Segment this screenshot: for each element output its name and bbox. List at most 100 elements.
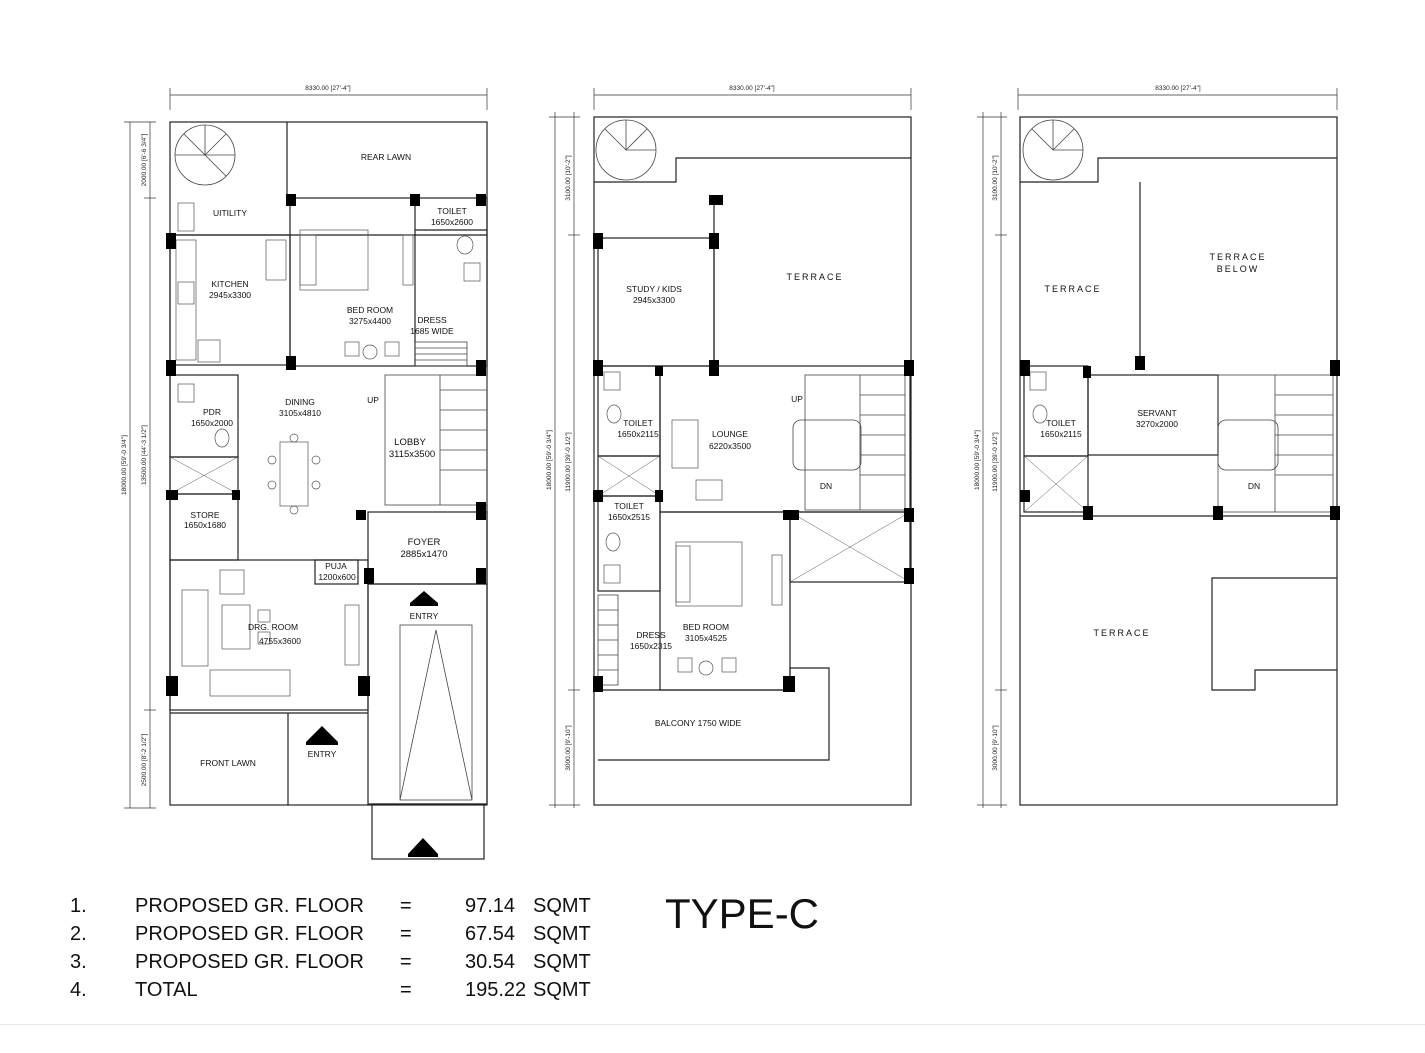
- dining-size: 3105x4810: [279, 408, 321, 418]
- area-row-label: PROPOSED GR. FLOOR: [135, 895, 364, 917]
- rear-lawn-label: REAR LAWN: [361, 152, 411, 162]
- bottom-divider: [0, 1024, 1425, 1025]
- area-row-unit: SQMT: [533, 951, 591, 973]
- area-row-number: 4.: [70, 979, 87, 1001]
- balcony-label: BALCONY 1750 WIDE: [655, 718, 742, 728]
- kitchen-size: 2945x3300: [209, 290, 251, 300]
- ff-toilet1-label: TOILET: [623, 418, 653, 428]
- ff-dress-stair: [597, 594, 619, 686]
- ff-dress-size: 1650x2315: [630, 641, 672, 651]
- area-row-unit: SQMT: [533, 923, 591, 945]
- area-row-equals: =: [400, 923, 412, 945]
- servant-size: 3270x2000: [1136, 419, 1178, 429]
- sf-toilet-size: 1650x2115: [1040, 429, 1082, 439]
- foyer-size: 2885x1470: [400, 549, 447, 560]
- sf-terrace-below-label-2: BELOW: [1217, 264, 1260, 274]
- sf-width-dimension: 8330.00 [27'-4"]: [1155, 85, 1201, 92]
- area-summary-table: 1. PROPOSED GR. FLOOR = 97.14 SQMT 2. PR…: [60, 895, 620, 1007]
- gf-width-dimension: 8330.00 [27'-4"]: [305, 85, 351, 92]
- gf-main-stair: [384, 374, 488, 506]
- ground-floor-plan: 8330.00 [27'-4"] 18000.00 [59'-0 3/4"] 2…: [121, 85, 488, 860]
- sf-front-depth-dimension: 3000.00 [9'-10"]: [992, 725, 999, 771]
- gf-middle-depth-dimension: 13500.00 [44'-3 1/2"]: [141, 425, 148, 485]
- area-row-value: 67.54: [465, 923, 516, 945]
- gf-front-depth-dimension: 2500.00 [8'-2 1/2"]: [141, 733, 148, 786]
- gf-rear-depth-dimension: 2000.00 [6'-6 3/4"]: [141, 133, 148, 186]
- study-label: STUDY / KIDS: [626, 284, 682, 294]
- area-row-value: 30.54: [465, 951, 516, 973]
- area-row-number: 1.: [70, 895, 87, 917]
- sf-rear-depth-dimension: 3100.00 [10'-2"]: [992, 155, 999, 201]
- gf-entry-label-2: ENTRY: [308, 749, 337, 759]
- ff-up-label: UP: [791, 394, 803, 404]
- ff-bedroom-size: 3105x4525: [685, 633, 727, 643]
- pdr-label: PDR: [203, 407, 221, 417]
- ff-toilet2-label: TOILET: [614, 501, 644, 511]
- gf-dress-size: 1685 WIDE: [410, 326, 454, 336]
- area-row: 3. PROPOSED GR. FLOOR = 30.54 SQMT: [60, 951, 620, 979]
- gf-bedroom-size: 3275x4400: [349, 316, 391, 326]
- drg-room-label: DRG. ROOM: [248, 622, 298, 632]
- area-row-unit: SQMT: [533, 895, 591, 917]
- gf-bedroom-label: BED ROOM: [347, 305, 393, 315]
- foyer-label: FOYER: [408, 537, 441, 548]
- dining-label: DINING: [285, 397, 315, 407]
- sf-total-depth-dimension: 18000.00 [59'-0 3/4"]: [974, 430, 981, 490]
- puja-size: 1200x600: [318, 572, 356, 582]
- lobby-size: 3115x3500: [389, 449, 435, 460]
- area-row-label: PROPOSED GR. FLOOR: [135, 923, 364, 945]
- ff-total-depth-dimension: 18000.00 [59'-0 3/4"]: [546, 430, 553, 490]
- sf-terrace-left-label: TERRACE: [1044, 284, 1101, 294]
- sf-terrace-below-label-1: TERRACE: [1209, 252, 1266, 262]
- area-row: 1. PROPOSED GR. FLOOR = 97.14 SQMT: [60, 895, 620, 923]
- ff-toilet2-size: 1650x2515: [608, 512, 650, 522]
- ff-dn-label: DN: [820, 481, 832, 491]
- utility-label: UITILITY: [213, 208, 247, 218]
- drg-room-size: 4755x3600: [259, 636, 301, 646]
- sf-terrace-front-label: TERRACE: [1093, 628, 1150, 638]
- front-lawn-label: FRONT LAWN: [200, 758, 256, 768]
- lounge-label: LOUNGE: [712, 429, 748, 439]
- sf-middle-depth-dimension: 11900.00 [39'-0 1/2"]: [992, 432, 999, 492]
- servant-label: SERVANT: [1137, 408, 1176, 418]
- area-row-number: 2.: [70, 923, 87, 945]
- gf-toilet-label: TOILET: [437, 206, 467, 216]
- area-row-label: TOTAL: [135, 979, 198, 1001]
- ff-bedroom-label: BED ROOM: [683, 622, 729, 632]
- gf-dress-stair: [414, 341, 468, 367]
- ff-toilet1-size: 1650x2115: [617, 429, 659, 439]
- area-row-equals: =: [400, 895, 412, 917]
- first-floor-plan: 8330.00 [27'-4"] 18000.00 [59'-0 3/4"] 3…: [546, 85, 914, 808]
- area-row: 4. TOTAL = 195.22 SQMT: [60, 979, 620, 1007]
- area-row: 2. PROPOSED GR. FLOOR = 67.54 SQMT: [60, 923, 620, 951]
- kitchen-label: KITCHEN: [211, 279, 248, 289]
- gf-toilet-size: 1650x2600: [431, 217, 473, 227]
- ff-terrace-label: TERRACE: [786, 272, 843, 282]
- lounge-size: 6220x3500: [709, 441, 751, 451]
- ff-width-dimension: 8330.00 [27'-4"]: [729, 85, 775, 92]
- gf-total-depth-dimension: 18000.00 [59'-0 3/4"]: [121, 435, 128, 495]
- sf-dn-label: DN: [1248, 481, 1260, 491]
- store-size: 1650x1680: [184, 520, 226, 530]
- sf-main-stair: [1217, 374, 1334, 513]
- ff-rear-depth-dimension: 3100.00 [10'-2"]: [565, 155, 572, 201]
- ff-main-stair: [792, 374, 906, 511]
- store-label: STORE: [190, 510, 219, 520]
- ff-middle-depth-dimension: 11900.00 [39'-0 1/2"]: [565, 432, 572, 492]
- area-row-equals: =: [400, 979, 412, 1001]
- pdr-size: 1650x2000: [191, 418, 233, 428]
- type-title: TYPE-C: [665, 890, 820, 937]
- second-floor-plan: 8330.00 [27'-4"] 18000.00 [59'-0 3/4"] 3…: [974, 85, 1340, 808]
- area-row-equals: =: [400, 951, 412, 973]
- area-row-value: 97.14: [465, 895, 516, 917]
- area-row-number: 3.: [70, 951, 87, 973]
- gf-entry-label-1: ENTRY: [410, 611, 439, 621]
- puja-label: PUJA: [325, 561, 347, 571]
- area-row-value: 195.22: [465, 979, 527, 1001]
- sf-toilet-label: TOILET: [1046, 418, 1076, 428]
- area-row-label: PROPOSED GR. FLOOR: [135, 951, 364, 973]
- gf-up-label: UP: [367, 395, 379, 405]
- study-size: 2945x3300: [633, 295, 675, 305]
- gf-dress-label: DRESS: [417, 315, 447, 325]
